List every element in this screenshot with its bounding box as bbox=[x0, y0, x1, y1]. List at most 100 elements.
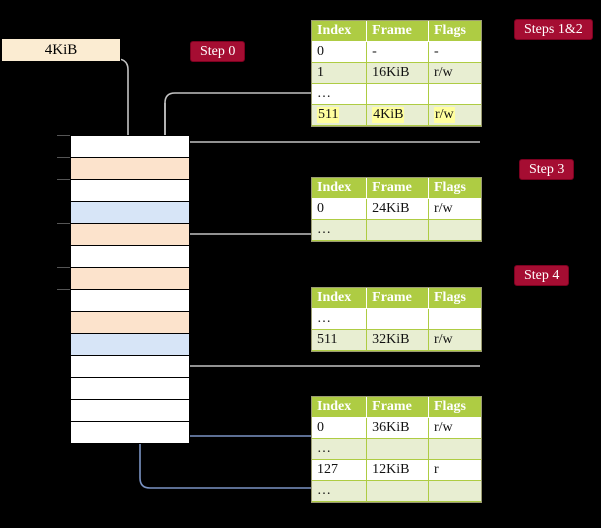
wire-table1-row127-to-frame bbox=[138, 212, 480, 489]
cell-index: … bbox=[312, 219, 368, 241]
cell-flags bbox=[428, 438, 481, 460]
table-row[interactable]: … bbox=[312, 308, 481, 330]
memory-frame-row bbox=[71, 355, 189, 377]
memory-frame-row bbox=[71, 311, 189, 333]
frame-tick bbox=[57, 223, 71, 224]
memory-frame-row bbox=[71, 179, 189, 201]
table-row[interactable]: … bbox=[312, 480, 481, 502]
memory-frame-row bbox=[71, 135, 189, 157]
step-badge-label: Step 0 bbox=[200, 44, 236, 59]
cell-frame: - bbox=[366, 41, 429, 63]
table-row[interactable]: … bbox=[312, 438, 481, 460]
memory-frame-row bbox=[71, 157, 189, 179]
memory-frame-row bbox=[71, 421, 189, 443]
step-badge-label: Step 3 bbox=[529, 162, 565, 177]
frame-tick bbox=[57, 157, 71, 158]
cell-flags: r/w bbox=[428, 198, 481, 220]
cell-index: … bbox=[312, 83, 368, 105]
memory-frame-row bbox=[71, 245, 189, 267]
column-header-flags: Flags bbox=[428, 397, 481, 418]
wire-table4-511-to-frame bbox=[164, 92, 480, 154]
column-header-index: Index bbox=[312, 288, 368, 309]
table-row[interactable]: 511 4KiB r/w bbox=[312, 104, 481, 126]
cell-index: 511 bbox=[312, 329, 368, 351]
cell-index: … bbox=[312, 480, 368, 502]
cell-flags: - bbox=[428, 41, 481, 63]
cell-flags: r bbox=[428, 459, 481, 481]
cell-frame: 36KiB bbox=[366, 417, 429, 439]
column-header-frame: Frame bbox=[366, 21, 429, 42]
cell-index: 0 bbox=[312, 41, 368, 63]
cell-frame bbox=[366, 219, 429, 241]
cell-highlight: 511 bbox=[317, 107, 340, 123]
column-header-frame: Frame bbox=[366, 397, 429, 418]
table-row[interactable]: … bbox=[312, 219, 481, 241]
cell-frame bbox=[366, 480, 429, 502]
column-header-index: Index bbox=[312, 178, 368, 199]
column-header-flags: Flags bbox=[428, 178, 481, 199]
column-header-frame: Frame bbox=[366, 288, 429, 309]
cell-frame: 12KiB bbox=[366, 459, 429, 481]
cell-index: … bbox=[312, 438, 368, 460]
column-header-frame: Frame bbox=[366, 178, 429, 199]
cell-flags: r/w bbox=[428, 329, 481, 351]
cell-flags bbox=[428, 219, 481, 241]
cell-flags bbox=[428, 83, 481, 105]
step-badge-step3[interactable]: Step 3 bbox=[519, 159, 575, 180]
step-badge-label: Steps 1&2 bbox=[524, 22, 583, 37]
memory-frame-row bbox=[71, 377, 189, 399]
cell-flags: r/w bbox=[428, 104, 481, 126]
frame-tick bbox=[57, 267, 71, 268]
memory-frame-row bbox=[71, 267, 189, 289]
cell-highlight: r/w bbox=[434, 107, 455, 123]
cell-flags: r/w bbox=[428, 62, 481, 84]
memory-frame-row bbox=[71, 333, 189, 355]
cell-frame: 16KiB bbox=[366, 62, 429, 84]
column-header-index: Index bbox=[312, 21, 368, 42]
memory-frame-row bbox=[71, 399, 189, 421]
cell-index: 127 bbox=[312, 459, 368, 481]
cell-highlight: 4KiB bbox=[372, 107, 405, 123]
cell-flags bbox=[428, 480, 481, 502]
table-row[interactable]: … bbox=[312, 83, 481, 105]
step-badge-step4[interactable]: Step 4 bbox=[514, 265, 570, 286]
cell-index: 1 bbox=[312, 62, 368, 84]
column-header-flags: Flags bbox=[428, 288, 481, 309]
cell-frame bbox=[366, 438, 429, 460]
frame-size-banner: 4KiB bbox=[1, 38, 121, 62]
memory-frame-row bbox=[71, 223, 189, 245]
step-badge-label: Step 4 bbox=[524, 268, 560, 283]
column-header-flags: Flags bbox=[428, 21, 481, 42]
wire-frame-to-table4 bbox=[171, 141, 480, 151]
table-row[interactable]: 0-- bbox=[312, 41, 481, 63]
frame-tick bbox=[57, 135, 71, 136]
frame-tick bbox=[57, 179, 71, 180]
physical-memory-column bbox=[70, 135, 190, 444]
cell-frame: 24KiB bbox=[366, 198, 429, 220]
memory-frame-row bbox=[71, 201, 189, 223]
cell-flags: r/w bbox=[428, 417, 481, 439]
cell-frame bbox=[366, 83, 429, 105]
cell-flags bbox=[428, 308, 481, 330]
step-badge-steps12[interactable]: Steps 1&2 bbox=[514, 19, 593, 40]
frame-tick bbox=[57, 289, 71, 290]
cell-index: 511 bbox=[312, 104, 368, 126]
column-header-index: Index bbox=[312, 397, 368, 418]
cell-frame: 4KiB bbox=[366, 104, 429, 126]
memory-frame-row bbox=[71, 289, 189, 311]
step-badge-step0[interactable]: Step 0 bbox=[190, 41, 246, 62]
frame-size-label: 4KiB bbox=[44, 41, 78, 58]
cell-index: 0 bbox=[312, 417, 368, 439]
cell-frame: 32KiB bbox=[366, 329, 429, 351]
cell-frame bbox=[366, 308, 429, 330]
